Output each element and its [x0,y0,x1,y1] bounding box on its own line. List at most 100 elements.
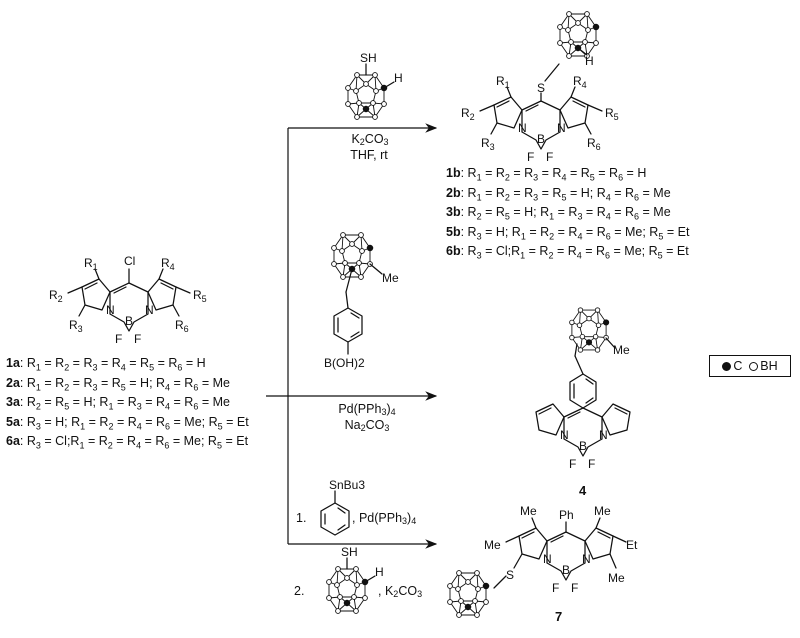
h-label: H [394,71,403,85]
svg-text:Ph: Ph [559,508,574,522]
svg-text:N: N [582,552,591,566]
substituent-definition: : R2 = R5 = H; R1 = R3 = R4 = R6 = Me [460,205,671,222]
product-row-3b: 3b: R2 = R5 = H; R1 = R3 = R4 = R6 = Me [446,205,689,225]
bottom-step1-number: 1. [296,511,307,525]
start-row-6a: 6a: R3 = Cl;R1 = R2 = R4 = R6 = Me; R5 =… [6,434,249,454]
start-row-3a: 3a: R2 = R5 = H; R1 = R3 = R4 = R6 = Me [6,395,249,415]
carborane-thiol-reagent: SH H [345,51,403,120]
svg-text:Me: Me [613,343,630,357]
top-conditions: THF, rt [350,148,388,162]
svg-text:B(OH)2: B(OH)2 [324,356,365,370]
middle-catalyst: Pd(PPh3)4 [338,402,396,417]
bh-dot-icon [749,361,759,371]
svg-text:F: F [115,332,122,346]
svg-text:N: N [518,121,527,135]
svg-text:R5: R5 [193,288,207,304]
compound-id: 3a [6,395,20,409]
svg-text:B: B [562,563,570,577]
product-b-structure: S H N N B F F R1 R2 R3 R4 R5 R6 [461,11,619,164]
compound-id: 6a [6,434,20,448]
start-row-2a: 2a: R1 = R2 = R3 = R5 = H; R4 = R6 = Me [6,376,249,396]
product-4-structure: Me N N B F F [535,307,631,471]
product-row-5b: 5b: R3 = H; R1 = R2 = R4 = R6 = Me; R5 =… [446,225,689,245]
compound-id: 2a [6,375,20,390]
starting-bodipy: Cl N N B F F R1 R2 R3 R4 R5 R6 [49,254,207,346]
svg-text:R6: R6 [175,318,189,334]
top-reagent-base: K2CO3 [351,132,389,147]
substituent-definition: : R1 = R2 = R3 = R4 = R5 = R6 = H [460,166,647,183]
compound-7-label: 7 [555,609,563,624]
s-atom: S [537,81,545,95]
product-row-1b: 1b: R1 = R2 = R3 = R4 = R5 = R6 = H [446,166,689,186]
compound-id: 1b [446,166,461,180]
svg-text:Me: Me [520,504,537,518]
svg-text:R6: R6 [587,136,601,152]
atom-legend: C BH [709,355,791,377]
carbon-dot-icon [722,361,732,371]
phenylstannane-reagent: SnBu3 [320,478,365,536]
svg-text:Me: Me [594,504,611,518]
svg-text:R3: R3 [481,136,495,152]
carborane-thiol-reagent-2: SH H [326,545,384,614]
svg-text:Et: Et [626,538,638,552]
svg-text:N: N [560,428,569,442]
svg-text:Me: Me [484,538,501,552]
svg-text:R2: R2 [461,106,475,122]
svg-text:N: N [106,303,115,317]
start-row-1a: 1a: R1 = R2 = R3 = R4 = R5 = R6 = H [6,356,249,376]
svg-text:R3: R3 [69,318,83,334]
svg-text:B: B [125,314,133,328]
substituent-definition: : R1 = R2 = R3 = R5 = H; R4 = R6 = Me [460,185,671,203]
legend-bh: BH [760,359,778,373]
start-row-5a: 5a: R3 = H; R1 = R2 = R4 = R6 = Me; R5 =… [6,415,249,435]
svg-text:SH: SH [341,545,358,559]
svg-text:F: F [134,332,141,346]
svg-text:F: F [552,581,559,595]
compound-id: 5a [6,414,20,429]
svg-text:N: N [145,303,154,317]
substituent-definition: : R3 = H; R1 = R2 = R4 = R6 = Me; R5 = E… [19,414,249,432]
compound-id: 3b [446,205,461,219]
product-row-2b: 2b: R1 = R2 = R3 = R5 = H; R4 = R6 = Me [446,186,689,206]
compound-id: 5b [446,224,461,239]
compound-id: 6b [446,244,461,258]
svg-text:F: F [527,150,534,164]
compound-4-label: 4 [579,483,587,498]
svg-text:F: F [546,150,553,164]
substituent-definition: : R1 = R2 = R3 = R5 = H; R4 = R6 = Me [19,375,230,393]
substituent-definition: : R3 = Cl;R1 = R2 = R4 = R6 = Me; R5 = E… [19,434,249,451]
svg-text:N: N [543,552,552,566]
bottom-step2-base: , K2CO3 [378,584,423,599]
svg-text:H: H [375,565,384,579]
svg-text:F: F [571,581,578,595]
sh-label: SH [360,51,377,65]
svg-text:R4: R4 [573,74,587,90]
svg-text:Me: Me [382,271,399,285]
svg-text:Me: Me [608,571,625,585]
svg-text:SnBu3: SnBu3 [329,478,365,492]
substituent-definition: : R3 = H; R1 = R2 = R4 = R6 = Me; R5 = E… [460,224,690,242]
svg-text:B: B [579,439,587,453]
svg-text:R2: R2 [49,288,63,304]
middle-base: Na2CO3 [344,418,390,433]
svg-text:F: F [569,457,576,471]
cl-atom: Cl [124,254,135,268]
compound-id: 2b [446,185,461,200]
svg-text:R1: R1 [84,256,98,272]
bottom-step1-catalyst: , Pd(PPh3)4 [352,511,417,526]
svg-text:N: N [599,428,608,442]
substituent-definition: : R2 = R5 = H; R1 = R3 = R4 = R6 = Me [19,395,230,412]
svg-text:H: H [585,54,594,68]
product-row-6b: 6b: R3 = Cl;R1 = R2 = R4 = R6 = Me; R5 =… [446,244,689,264]
product-7-structure: Ph Me Me S Me Et Me N N B F F [447,504,638,618]
substituent-definition: : R1 = R2 = R3 = R4 = R5 = R6 = H [19,356,206,373]
substituent-definition: : R3 = Cl;R1 = R2 = R4 = R6 = Me; R5 = E… [460,244,689,261]
boronic-acid-reagent: Me B(OH)2 [324,232,399,370]
bottom-step2-number: 2. [294,584,305,598]
svg-text:B: B [537,132,545,146]
svg-text:N: N [557,121,566,135]
svg-text:R5: R5 [605,106,619,122]
legend-carbon: C [733,359,743,373]
